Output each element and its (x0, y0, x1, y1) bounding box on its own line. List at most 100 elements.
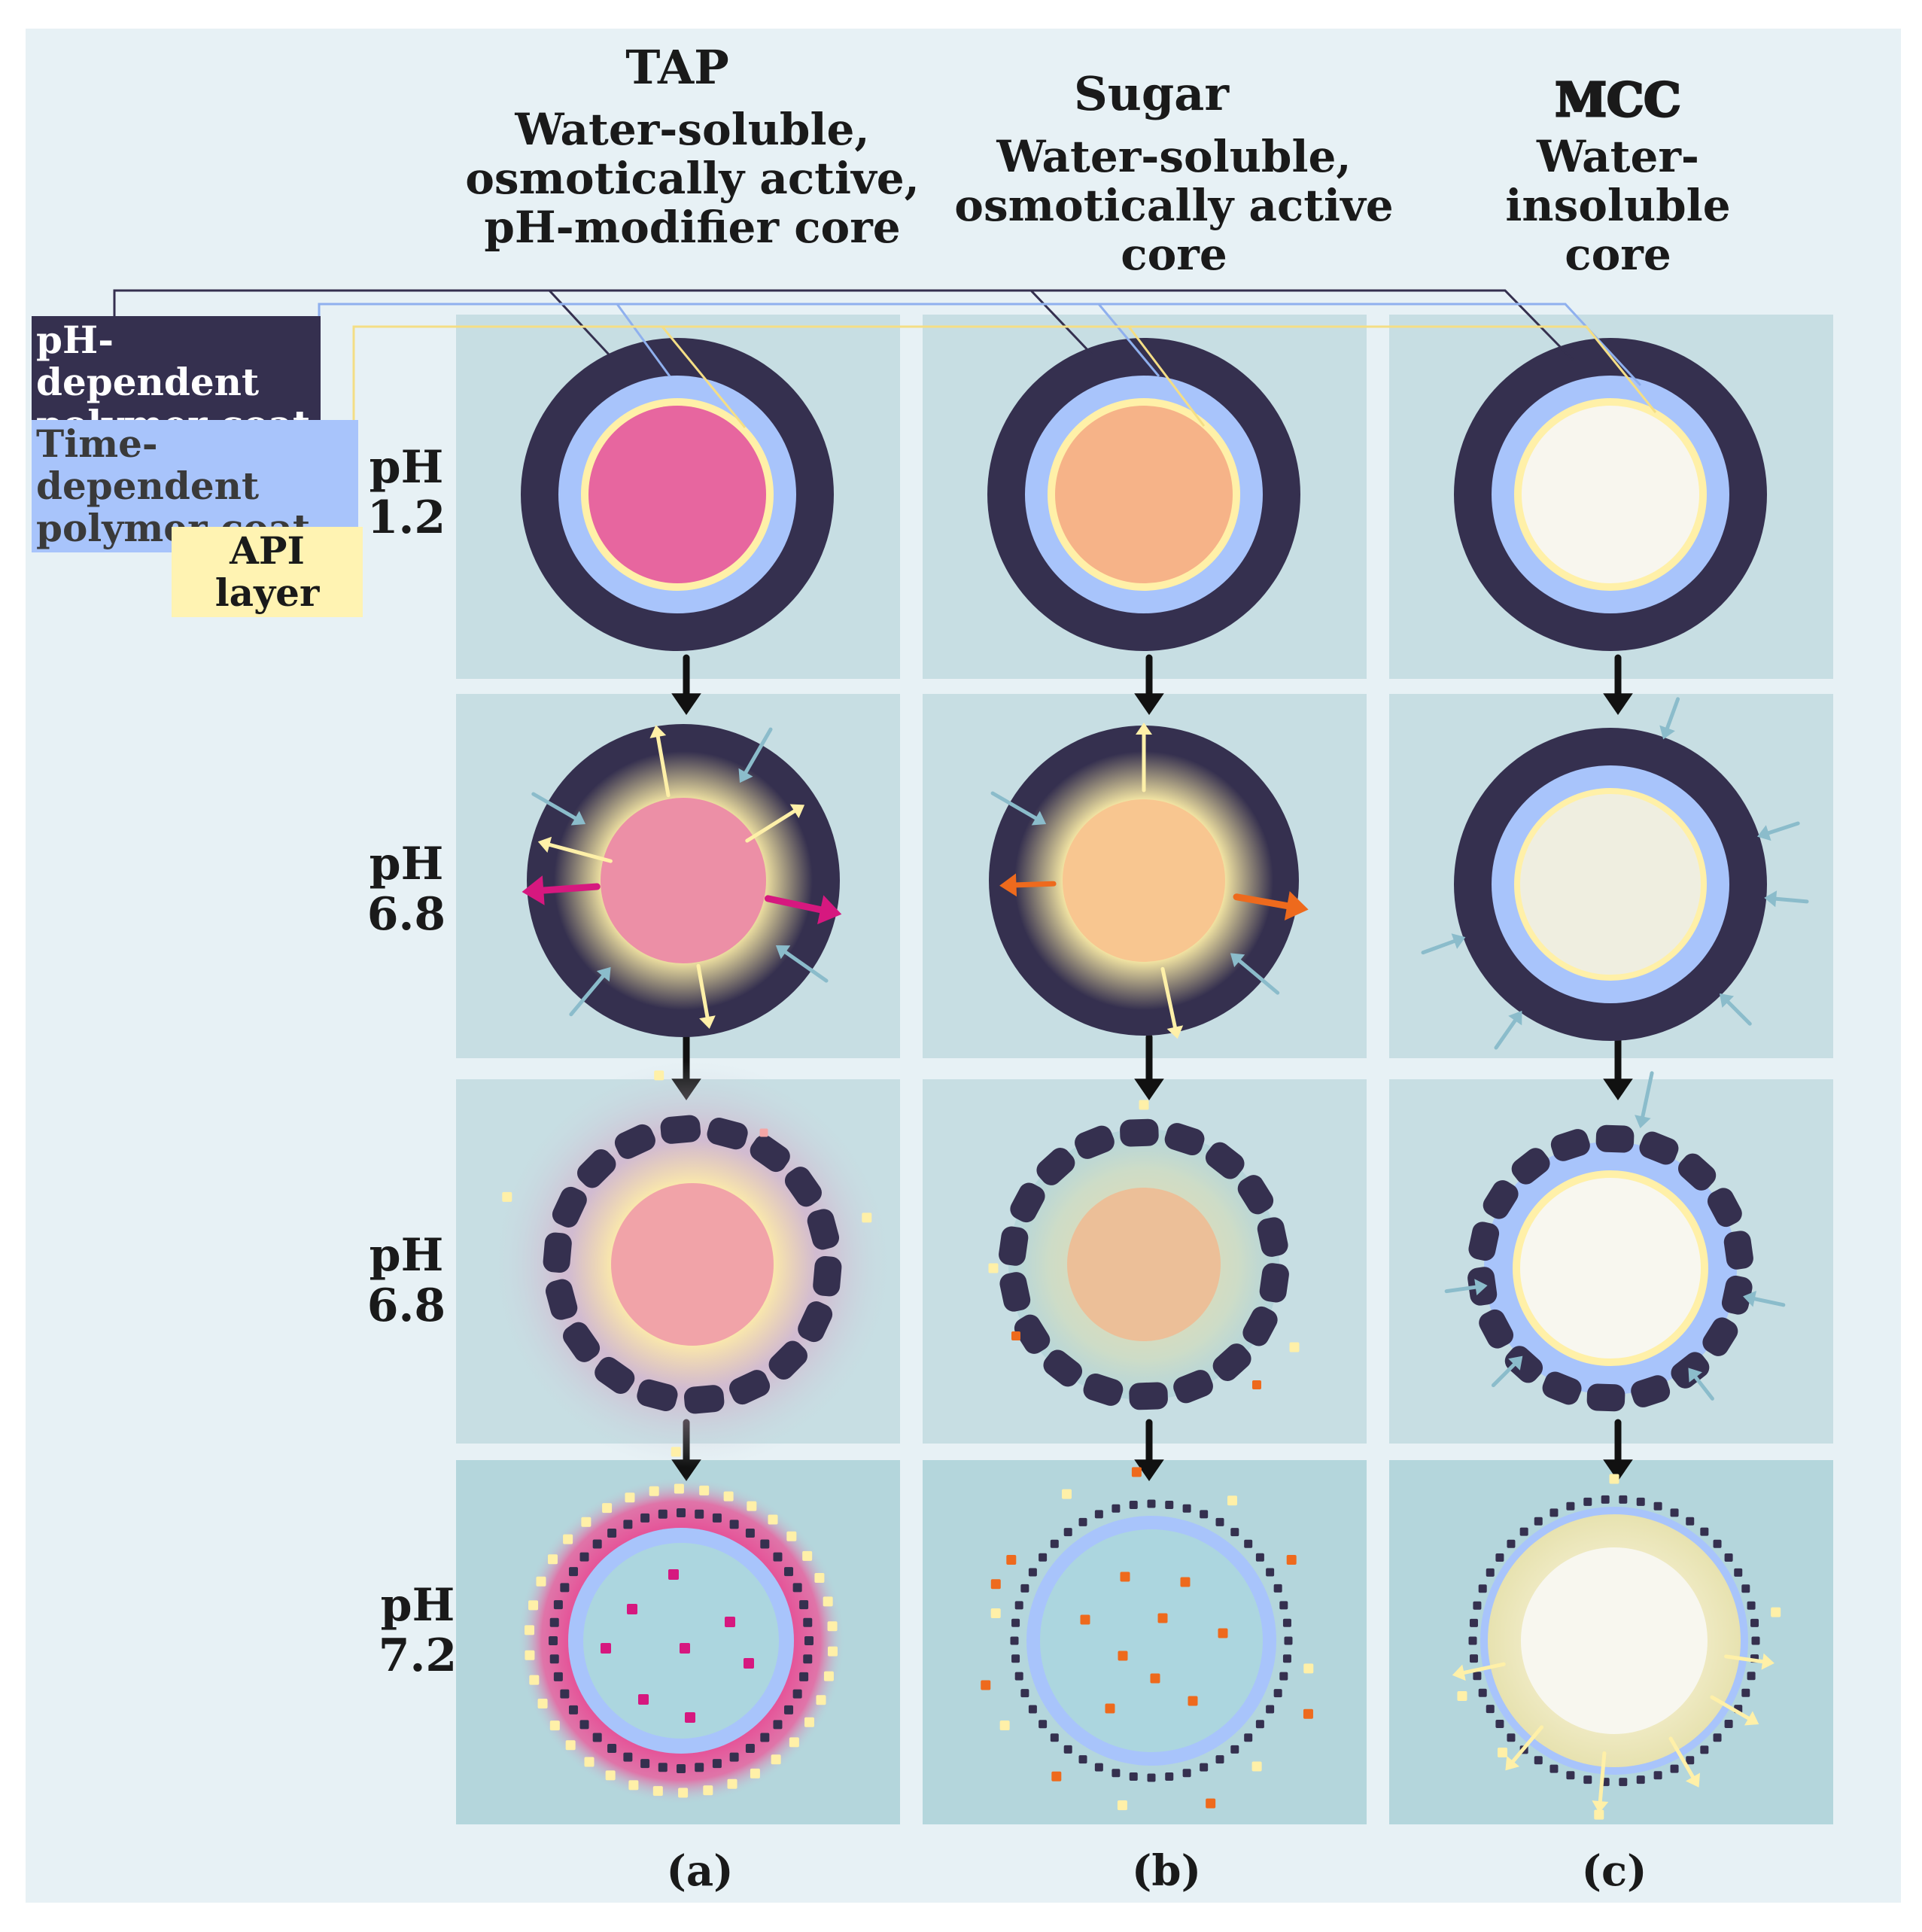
sugar-particle (1188, 1696, 1198, 1706)
particle (1200, 1510, 1209, 1519)
particle (1583, 1497, 1592, 1506)
coat-fragment (563, 1322, 601, 1362)
api-particle (1303, 1663, 1314, 1674)
pellet-c-ph1 (1454, 338, 1767, 651)
water-ingress-arrow (738, 727, 773, 783)
coat-fragment (1120, 1118, 1159, 1147)
core (1055, 406, 1233, 583)
pellet-b-ph2 (989, 723, 1309, 1039)
ph-text: pH (369, 441, 444, 494)
coat-fragment (1010, 1182, 1045, 1223)
particle (862, 1212, 872, 1223)
particle (1519, 1527, 1528, 1536)
water-ingress-arrow (990, 791, 1047, 826)
dissolved-core (583, 1543, 779, 1739)
leader-api-layer (661, 326, 747, 428)
particle (584, 1757, 595, 1767)
particle (1534, 1756, 1543, 1765)
particle (1165, 1772, 1174, 1781)
water-ingress-arrow (1764, 890, 1809, 908)
sugar-release-arrow (1233, 891, 1309, 921)
particle (1020, 1584, 1029, 1593)
particle (1252, 1380, 1261, 1389)
particle (1010, 1636, 1019, 1645)
ph-coat-remnants (549, 1508, 814, 1773)
leader-api-layer (1127, 326, 1206, 427)
column-b-label: (b) (1131, 1846, 1202, 1896)
particle (1653, 1501, 1662, 1511)
legend-api-layer: API layer (172, 527, 363, 617)
particle (1473, 1601, 1482, 1610)
particle (1549, 1764, 1559, 1773)
particle (768, 1514, 778, 1525)
coat-fragment (660, 1115, 701, 1144)
particle (1094, 1763, 1103, 1772)
particle (1129, 1772, 1138, 1781)
column-a-name: TAP (625, 40, 729, 95)
particle (786, 1531, 797, 1541)
coat-fragment (1164, 1123, 1205, 1156)
particle (549, 1636, 558, 1645)
particle (1469, 1654, 1478, 1663)
column-a-description-line: pH-modifier core (484, 201, 901, 253)
leader-time-coat (1097, 303, 1160, 377)
particle (1653, 1771, 1662, 1780)
tap-particle (638, 1694, 649, 1705)
api-release-arrow (537, 836, 613, 863)
legend-line: pH-dependent (36, 318, 260, 404)
particle (549, 1654, 559, 1664)
coat-fragment (545, 1279, 578, 1320)
particle (1713, 1733, 1722, 1742)
particle (1147, 1773, 1156, 1782)
leader-ph-coat (1029, 289, 1094, 357)
particle (695, 1763, 704, 1772)
particle (536, 1576, 546, 1587)
particle (1230, 1528, 1239, 1537)
particle (1670, 1764, 1679, 1773)
leader-ph-coat (113, 289, 1574, 361)
particle (814, 1572, 825, 1583)
particle (671, 1447, 681, 1457)
coat-fragment (637, 1379, 678, 1412)
coat-fragment (1212, 1343, 1251, 1381)
coat-fragment (1468, 1222, 1500, 1261)
particle (760, 1539, 770, 1549)
down-arrow (671, 654, 701, 715)
particle (565, 1740, 576, 1751)
pellet-b-ph1 (987, 338, 1300, 651)
particle (729, 1520, 739, 1529)
api-release-arrow (1724, 1653, 1775, 1670)
particle (1039, 1720, 1048, 1729)
particle (1147, 1499, 1156, 1508)
api-release-arrow (1592, 1751, 1609, 1814)
ph-coat-fragments (543, 1115, 842, 1414)
coat-fragment (1639, 1131, 1679, 1165)
coat-fragment (999, 1272, 1031, 1312)
particle (1282, 1654, 1291, 1663)
particle (799, 1600, 809, 1610)
ph-coat-remnants (1010, 1499, 1293, 1782)
particle (524, 1625, 534, 1635)
particle (1244, 1733, 1253, 1742)
particle (1200, 1763, 1209, 1772)
coat-fragment (1205, 1142, 1245, 1179)
particle (1741, 1584, 1750, 1593)
particle (792, 1583, 802, 1593)
tap-particle (601, 1643, 611, 1654)
ph-value: 7.2 (378, 1629, 458, 1683)
particle (537, 1699, 548, 1709)
sugar-particle (1131, 1467, 1142, 1477)
particle (816, 1695, 826, 1705)
particle (560, 1689, 570, 1699)
ph-text: pH (369, 838, 444, 890)
particle (1601, 1495, 1610, 1504)
water-ingress-arrow (1444, 1279, 1488, 1296)
pellet-c-ph3 (1444, 1071, 1786, 1412)
particle (1282, 1618, 1291, 1627)
water-ingress-arrow (1743, 1290, 1786, 1307)
core (1520, 1178, 1701, 1358)
particle (592, 1733, 602, 1742)
coat-fragment (543, 1232, 572, 1273)
particle (1713, 1539, 1722, 1548)
particle (1273, 1584, 1282, 1593)
